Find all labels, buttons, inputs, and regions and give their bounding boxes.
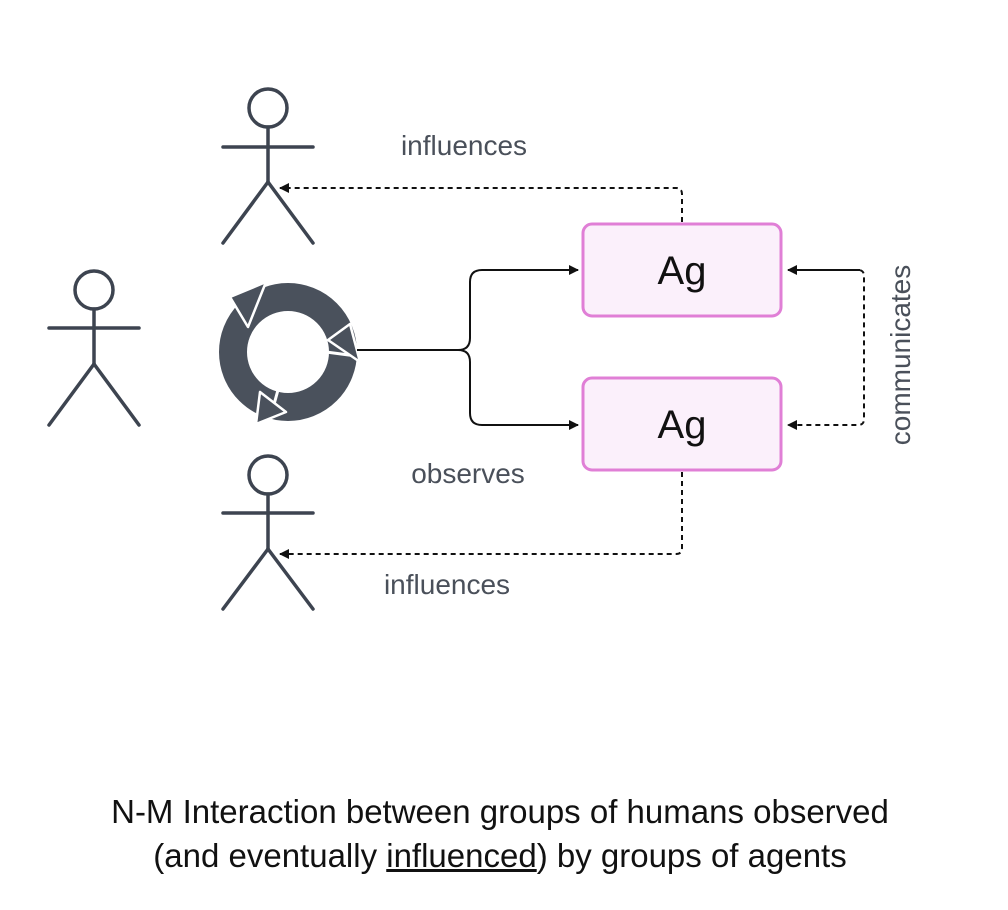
influences-label-bottom: influences (384, 569, 510, 600)
caption-line-1: N-M Interaction between groups of humans… (111, 793, 889, 830)
caption-line-2-start: (and eventually (153, 837, 387, 874)
influences-label-top: influences (401, 130, 527, 161)
agent-label-top: Ag (658, 249, 707, 293)
agent-box-top[interactable]: Ag (581, 222, 783, 318)
influences-connector-top (279, 183, 683, 222)
diagram-caption: N-M Interaction between groups of humans… (0, 790, 1000, 878)
caption-line-2: (and eventually influenced) by groups of… (0, 834, 1000, 878)
observes-connector (357, 265, 579, 430)
human-actor-bottom (221, 454, 315, 611)
human-actor-left (47, 269, 141, 427)
communicates-label: communicates (885, 265, 916, 446)
agent-label-bottom: Ag (658, 403, 707, 447)
human-actor-top (221, 87, 315, 245)
caption-line-2-end: ) by groups of agents (536, 837, 847, 874)
caption-underlined-word: influenced (386, 837, 537, 874)
influences-connector-bottom (279, 472, 683, 559)
refresh-cycle-icon (219, 277, 365, 427)
communicates-connector (787, 265, 865, 430)
agent-box-bottom[interactable]: Ag (581, 376, 783, 472)
observes-label: observes (411, 458, 525, 489)
